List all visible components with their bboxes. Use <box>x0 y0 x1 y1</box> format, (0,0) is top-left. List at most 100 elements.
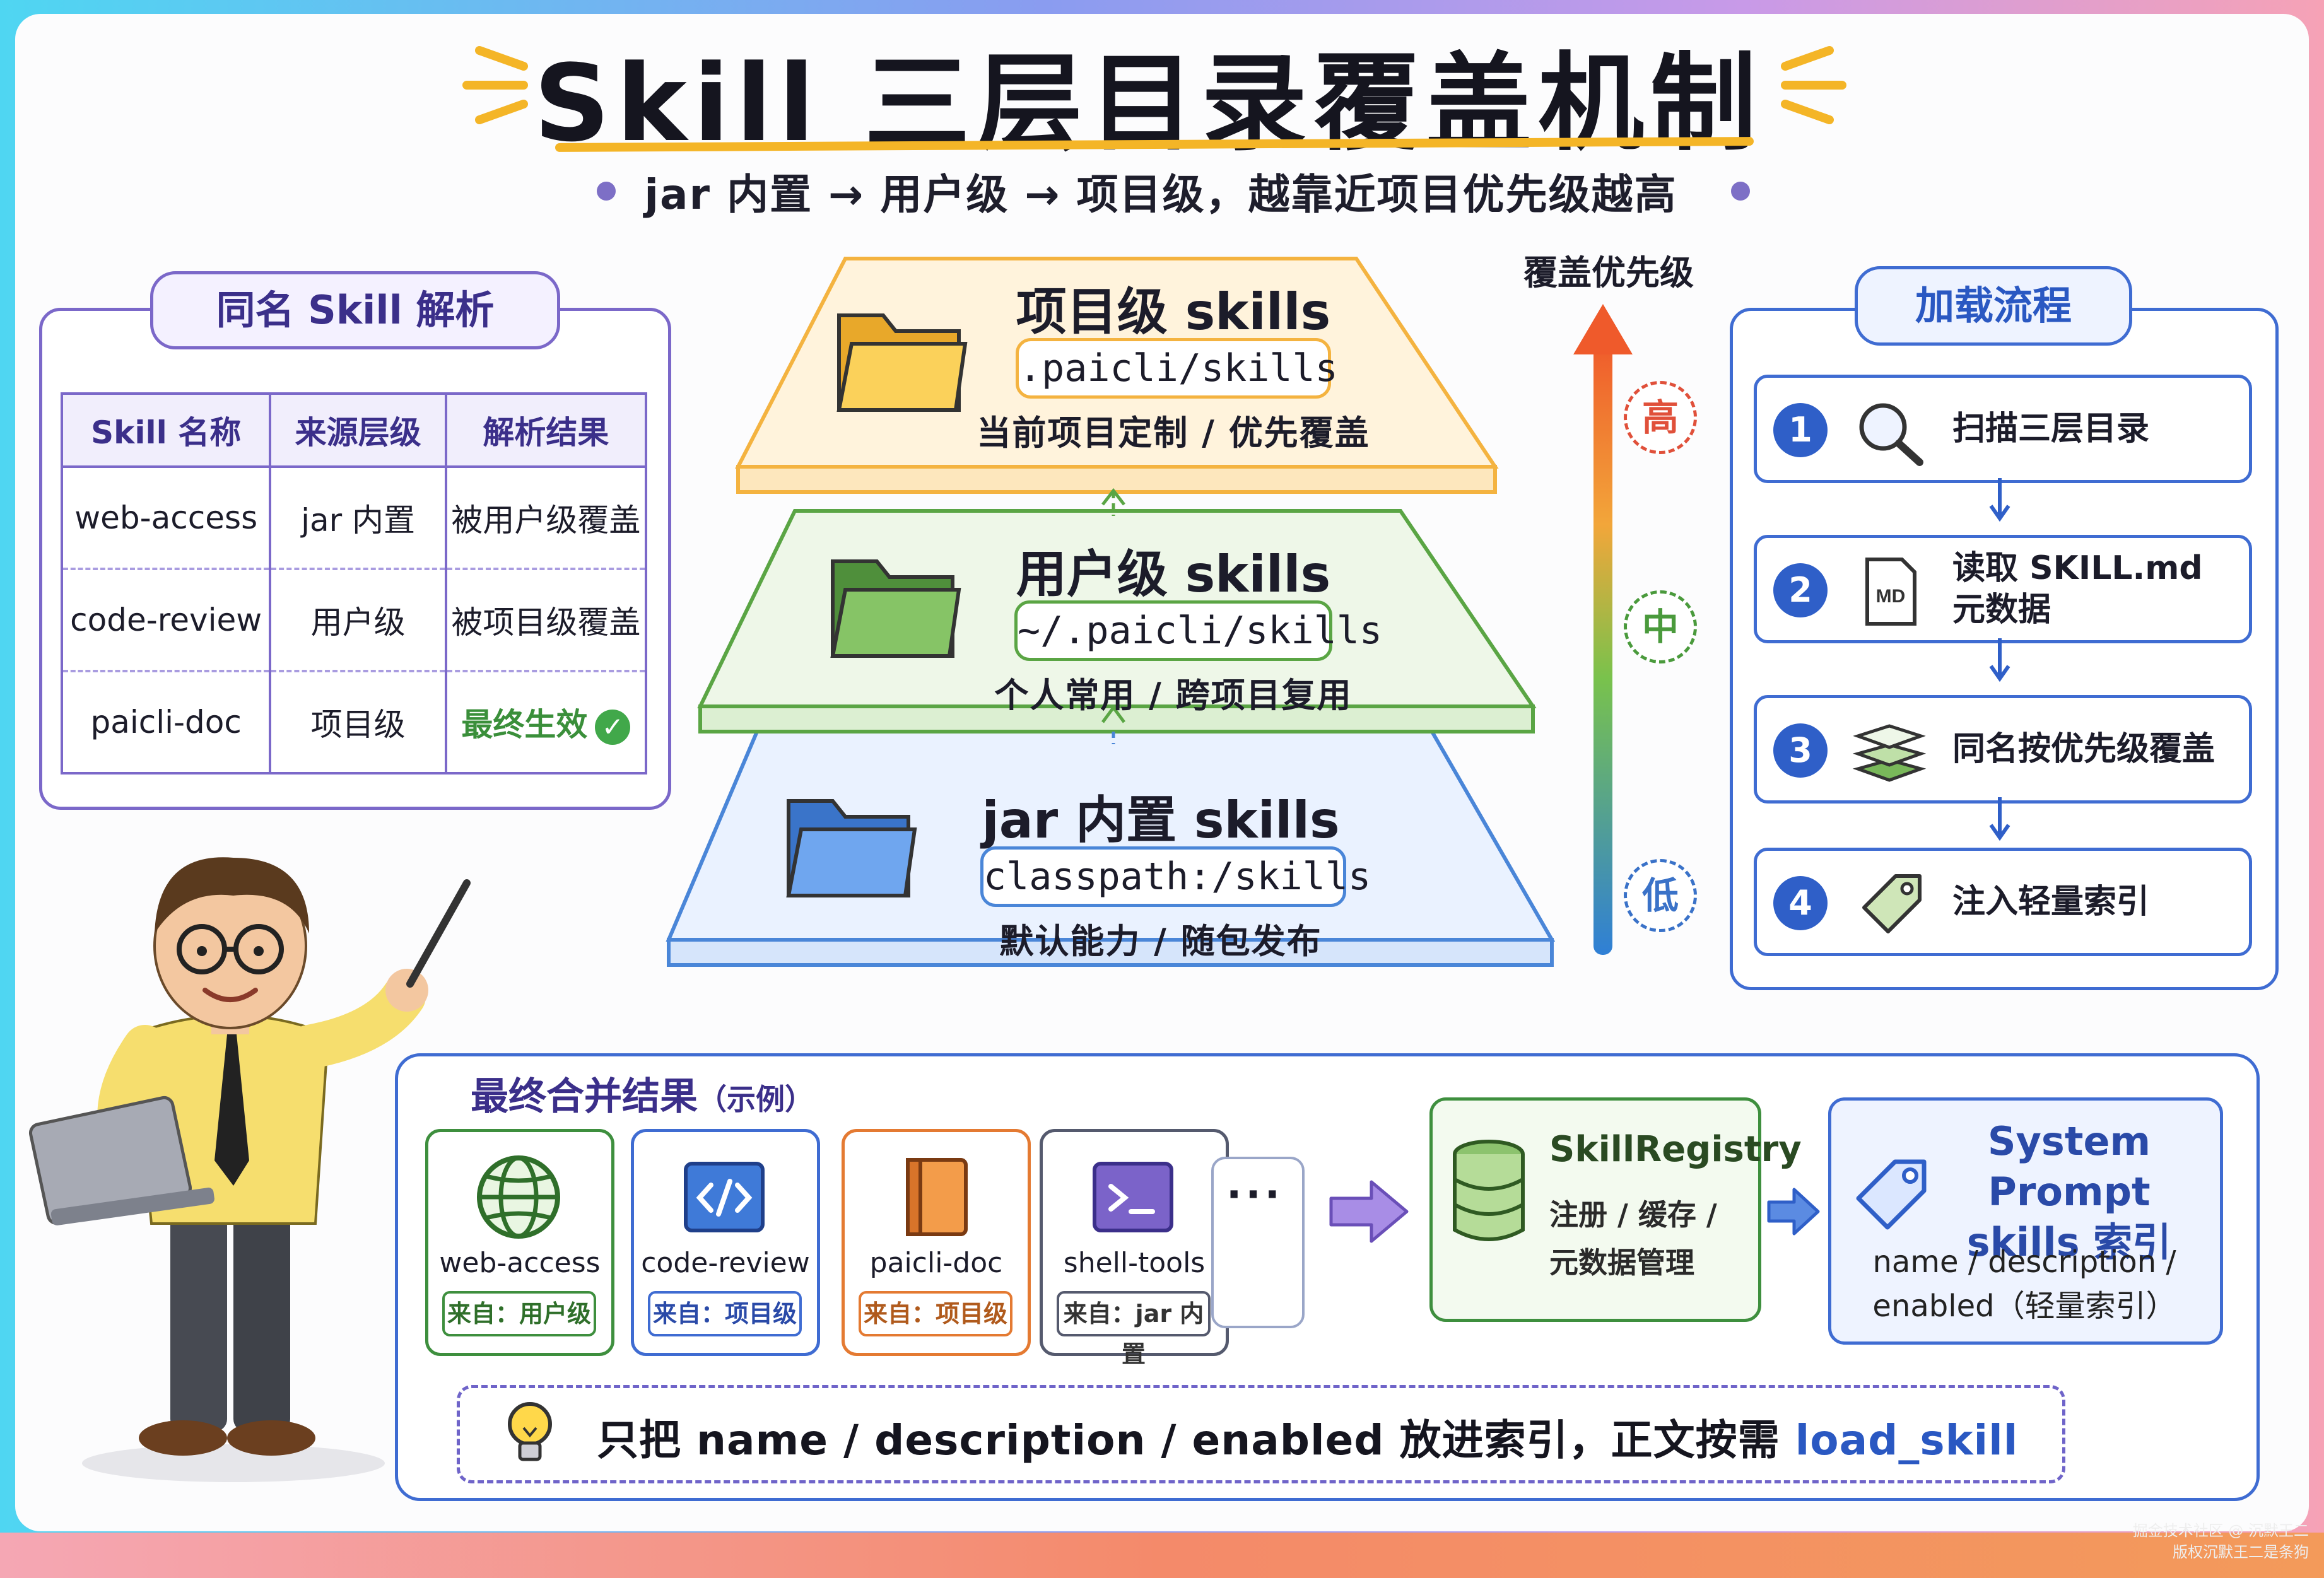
md-file-icon: MD <box>1865 558 1916 626</box>
load-flow-title: 加载流程 <box>1855 266 2132 346</box>
load-step-1: 1 扫描三层目录 <box>1754 375 2252 483</box>
tip-text: 只把 name / description / enabled 放进索引，正文按… <box>597 1406 2018 1467</box>
header-source-level: 来源层级 <box>269 392 447 468</box>
skill-registry-title: SkillRegistry <box>1549 1129 1802 1170</box>
terminal-icon <box>1093 1162 1173 1232</box>
folder-yellow-icon <box>836 313 968 412</box>
skill-card-code-review: code-review 来自：项目级 <box>631 1129 820 1356</box>
priority-mid-badge: 中 <box>1624 590 1697 663</box>
card-source-badge: 来自：jar 内置 <box>1057 1291 1211 1368</box>
step-label-block: 读取 SKILL.md 元数据 <box>1952 538 2203 640</box>
flow-arrow-down-icon <box>1989 797 2010 841</box>
layer-user-title: 用户级 skills <box>1016 545 1331 604</box>
step-label: 注入轻量索引 <box>1952 883 2150 921</box>
more-skills-ellipsis: ··· <box>1226 1172 1284 1219</box>
lightbulb-icon <box>508 1402 552 1461</box>
load-step-3: 3 同名按优先级覆盖 <box>1754 695 2252 804</box>
step-number: 4 <box>1773 876 1828 930</box>
priority-arrow-head <box>1573 304 1633 354</box>
merge-result-title-text: 最终合并结果 <box>471 1075 698 1119</box>
load-step-2: 2 MD 读取 SKILL.md 元数据 <box>1754 535 2252 643</box>
layer-project-path: .paicli/skills <box>1016 338 1338 399</box>
header-skill-name: Skill 名称 <box>60 392 272 468</box>
layer-user-path: ~/.paicli/skills <box>1014 600 1382 661</box>
system-prompt-desc-line2: enabled（轻量索引） <box>1872 1289 2176 1324</box>
merge-result-note: （示例） <box>698 1082 814 1116</box>
globe-icon <box>477 1155 560 1239</box>
table-header-row: Skill 名称 来源层级 解析结果 <box>60 392 648 468</box>
step-number: 3 <box>1773 723 1828 778</box>
priority-low-badge: 低 <box>1624 859 1697 932</box>
arrow-right-purple-icon <box>1329 1180 1409 1243</box>
system-prompt-desc-line1: name / description / <box>1872 1244 2176 1280</box>
step-number: 1 <box>1773 403 1828 457</box>
resolution-panel-title: 同名 Skill 解析 <box>150 271 560 349</box>
watermark: 掘金技术社区 @ 沉默王二版权沉默王二是条狗 <box>2101 1520 2309 1563</box>
cell-skill-name: paicli-doc <box>60 671 272 774</box>
card-name: shell-tools <box>1063 1247 1206 1279</box>
tag-icon <box>1862 874 1922 933</box>
cell-result-final: 最终生效✓ <box>444 671 648 774</box>
resolution-table: Skill 名称 来源层级 解析结果 web-access jar 内置 被用户… <box>60 392 648 774</box>
database-icon <box>1453 1140 1525 1241</box>
layer-project-title: 项目级 skills <box>1016 283 1331 341</box>
layers-icon <box>1852 724 1927 782</box>
folder-green-icon <box>830 559 961 658</box>
more-skills-box <box>1211 1157 1305 1328</box>
priority-arrow-shaft <box>1593 341 1612 955</box>
layer-jar-desc: 默认能力 / 随包发布 <box>999 921 1322 961</box>
cell-result: 被用户级覆盖 <box>444 467 648 570</box>
skill-registry-desc-line1: 注册 / 缓存 / <box>1549 1198 1717 1232</box>
layer-user-desc: 个人常用 / 跨项目复用 <box>994 675 1353 715</box>
skill-registry-desc: 注册 / 缓存 / 元数据管理 <box>1549 1191 1717 1287</box>
arrow-right-blue-icon <box>1767 1188 1820 1236</box>
priority-high-badge: 高 <box>1624 381 1697 454</box>
step-number: 2 <box>1773 563 1828 617</box>
tip-code: load_skill <box>1795 1416 2019 1464</box>
skill-card-web-access: web-access 来自：用户级 <box>425 1129 614 1356</box>
final-result-label: 最终生效 <box>461 706 588 743</box>
bottom-gradient-strip <box>0 1533 2324 1578</box>
watermark-line1: 掘金技术社区 @ 沉默王二 <box>2132 1522 2309 1540</box>
header-result: 解析结果 <box>444 392 648 468</box>
skill-card-paicli-doc: paicli-doc 来自：项目级 <box>842 1129 1031 1356</box>
card-source-badge: 来自：项目级 <box>648 1291 802 1336</box>
subtitle: jar 内置 → 用户级 → 项目级，越靠近项目优先级越高 <box>644 170 1677 219</box>
step-label-line2: 元数据 <box>1952 591 2051 629</box>
priority-label: 覆盖优先级 <box>1523 253 1694 293</box>
card-name: code-review <box>641 1247 810 1279</box>
layer-jar-title: jar 内置 skills <box>982 791 1340 850</box>
check-icon: ✓ <box>595 709 631 745</box>
cell-source: jar 内置 <box>269 467 447 570</box>
system-prompt-title-line2: skills 索引 <box>1966 1219 2172 1265</box>
card-name: web-access <box>439 1247 601 1279</box>
magnifier-icon <box>1859 403 1923 466</box>
tip-text-main: 只把 name / description / enabled 放进索引，正文按… <box>597 1416 1780 1464</box>
skill-registry-desc-line2: 元数据管理 <box>1549 1246 1694 1280</box>
card-source-badge: 来自：项目级 <box>859 1291 1012 1336</box>
book-icon <box>906 1158 968 1236</box>
cell-skill-name: web-access <box>60 467 272 570</box>
step-label: 读取 SKILL.md <box>1952 549 2203 587</box>
skill-card-shell-tools: shell-tools 来自：jar 内置 <box>1040 1129 1229 1368</box>
presenter-illustration <box>28 857 471 1482</box>
table-row: paicli-doc 项目级 最终生效✓ <box>60 671 648 774</box>
tip-box <box>457 1385 2065 1483</box>
cell-source: 项目级 <box>269 671 447 774</box>
subtitle-dot-left <box>597 182 616 201</box>
step-label: 扫描三层目录 <box>1952 410 2150 448</box>
step-label: 同名按优先级覆盖 <box>1952 730 2215 768</box>
cell-source: 用户级 <box>269 569 447 672</box>
card-source-badge: 来自：用户级 <box>442 1291 596 1336</box>
flow-arrow-down-icon <box>1989 478 2010 522</box>
code-icon <box>684 1162 765 1232</box>
card-name: paicli-doc <box>869 1247 1003 1279</box>
merge-result-title: 最终合并结果（示例） <box>471 1066 814 1121</box>
system-prompt-title-line1: System Prompt <box>1987 1118 2151 1215</box>
table-row: web-access jar 内置 被用户级覆盖 <box>60 467 648 570</box>
watermark-line2: 版权沉默王二是条狗 <box>2173 1543 2309 1561</box>
sparkle-left-icon <box>462 46 528 124</box>
cell-result: 被项目级覆盖 <box>444 569 648 672</box>
flow-arrow-down-icon <box>1989 638 2010 682</box>
